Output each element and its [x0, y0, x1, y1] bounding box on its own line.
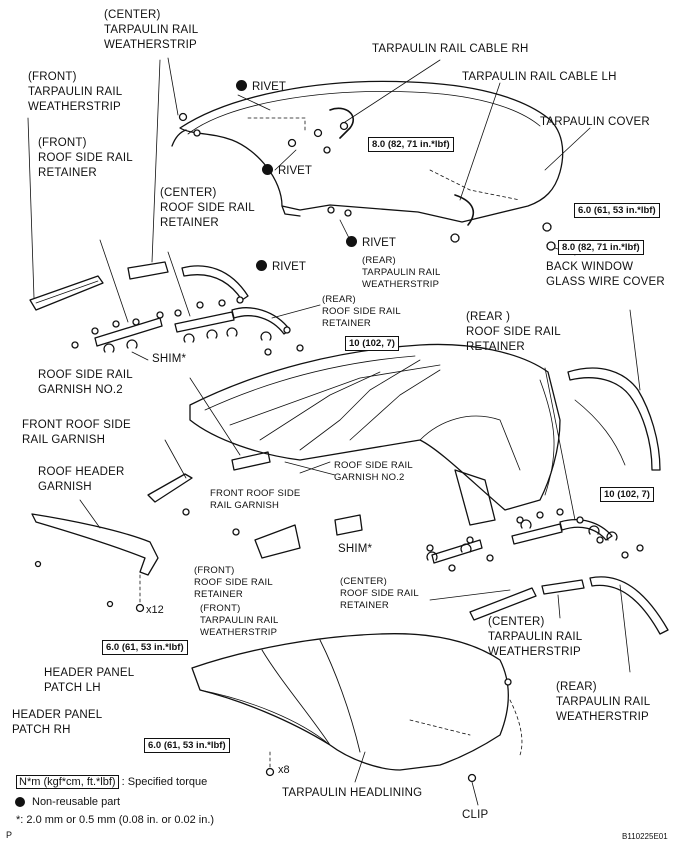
torque-rear-retainer: 10 (102, 7) — [345, 336, 399, 351]
torque-cable-rh: 8.0 (82, 71 in.*lbf) — [368, 137, 454, 152]
page-letter: P — [6, 830, 13, 840]
rivet-label-4: RIVET — [256, 260, 306, 274]
rear-retainer-top — [231, 304, 321, 335]
label-back-window-glass-wire-cover: BACK WINDOW GLASS WIRE COVER — [546, 261, 665, 288]
label-shim-top: SHIM* — [152, 353, 187, 365]
shims-top — [103, 327, 272, 361]
rivet-label-2: RIVET — [262, 164, 312, 178]
torque-right-retainer: 10 (102, 7) — [600, 487, 654, 502]
label-tarp-rail-cable-rh: TARPAULIN RAIL CABLE RH — [372, 43, 529, 55]
legend-torque-desc: : Specified torque — [121, 776, 208, 788]
legend-shim-note: *: 2.0 mm or 0.5 mm (0.08 in. or 0.02 in… — [16, 814, 215, 826]
label-front-roof-side-rail-retainer-bottom: (FRONT) ROOF SIDE RAIL RETAINER — [194, 565, 273, 600]
torque-headlining: 6.0 (61, 53 in.*lbf) — [144, 738, 230, 753]
label-roof-header-garnish: ROOF HEADER GARNISH — [38, 466, 125, 493]
rivet-label-3: RIVET — [346, 236, 396, 250]
label-roof-side-rail-garnish-no2-center: ROOF SIDE RAIL GARNISH NO.2 — [334, 460, 413, 483]
label-tarpaulin-headlining: TARPAULIN HEADLINING — [282, 787, 423, 799]
tarpaulin-headlining-shape — [191, 633, 523, 806]
label-rear-roof-side-rail-retainer-right: (REAR ) ROOF SIDE RAIL RETAINER — [466, 311, 561, 353]
legend-torque-units: N*m (kgf*cm, ft.*lbf) — [16, 775, 119, 789]
label-center-tarp-rail-ws-bottom: (CENTER) TARPAULIN RAIL WEATHERSTRIP — [488, 616, 583, 658]
rear-weatherstrip-top — [181, 265, 249, 301]
legend-non-reusable-dot — [15, 797, 25, 807]
label-clip: CLIP — [462, 809, 489, 821]
back-window-wire-cover-shape — [544, 309, 661, 521]
label-center-roof-side-rail-retainer-bottom: (CENTER) ROOF SIDE RAIL RETAINER — [340, 576, 419, 611]
label-rear-tarp-rail-ws-bottom: (REAR) TARPAULIN RAIL WEATHERSTRIP — [556, 681, 651, 723]
retainer-bolts-top — [71, 296, 304, 356]
roof-header-garnish-shape — [31, 499, 159, 613]
right-retainer-bolts — [426, 508, 644, 572]
label-header-panel-patch-rh: HEADER PANEL PATCH RH — [12, 709, 103, 736]
label-rear-roof-side-rail-retainer-small: (REAR) ROOF SIDE RAIL RETAINER — [322, 294, 401, 329]
center-retainer-top — [167, 251, 235, 333]
shims-right — [426, 519, 618, 561]
label-front-roof-side-rail-garnish-center: FRONT ROOF SIDE RAIL GARNISH — [210, 488, 301, 511]
non-reusable-dot — [346, 236, 357, 247]
label-header-panel-patch-lh: HEADER PANEL PATCH LH — [44, 667, 135, 694]
non-reusable-dot — [262, 164, 273, 175]
label-rear-tarp-rail-ws-top: (REAR) TARPAULIN RAIL WEATHERSTRIP — [362, 255, 441, 290]
front-weatherstrip-top — [27, 117, 104, 311]
torque-cover-2: 8.0 (82, 71 in.*lbf) — [558, 240, 644, 255]
torque-header-garnish: 6.0 (61, 53 in.*lbf) — [102, 640, 188, 655]
leader-lines-top — [167, 57, 591, 256]
label-front-tarp-rail-ws-top: (FRONT) TARPAULIN RAIL WEATHERSTRIP — [28, 71, 123, 113]
legend-non-reusable: Non-reusable part — [32, 796, 121, 808]
label-center-roof-side-rail-retainer-top: (CENTER) ROOF SIDE RAIL RETAINER — [160, 187, 255, 229]
lower-weatherstrips — [429, 576, 669, 673]
torque-cover-1: 6.0 (61, 53 in.*lbf) — [574, 203, 660, 218]
label-front-tarp-rail-ws-bottom: (FRONT) TARPAULIN RAIL WEATHERSTRIP — [200, 603, 279, 638]
label-front-roof-side-rail-retainer-top: (FRONT) ROOF SIDE RAIL RETAINER — [38, 137, 133, 179]
qty-x12: x12 — [146, 604, 164, 616]
label-roof-side-rail-garnish-no2-left: ROOF SIDE RAIL GARNISH NO.2 — [38, 369, 133, 396]
cover-fasteners — [178, 112, 556, 251]
label-tarp-rail-cable-lh: TARPAULIN RAIL CABLE LH — [462, 71, 617, 83]
label-front-roof-side-rail-garnish-left: FRONT ROOF SIDE RAIL GARNISH — [22, 419, 131, 446]
center-weatherstrip-top — [127, 59, 169, 280]
roof-frame — [189, 343, 561, 526]
qty-x8: x8 — [278, 764, 290, 776]
rivet-label-1: RIVET — [236, 80, 286, 94]
tarpaulin-cover-shape — [171, 80, 564, 226]
non-reusable-dot — [236, 80, 247, 91]
label-tarpaulin-cover: TARPAULIN COVER — [540, 116, 650, 128]
right-retainers — [431, 519, 613, 564]
legend-torque: N*m (kgf*cm, ft.*lbf) : Specified torque — [16, 774, 207, 790]
figure-code: B110225E01 — [622, 832, 668, 841]
garnish-pieces — [147, 377, 363, 559]
non-reusable-dot — [256, 260, 267, 271]
label-shim-bottom: SHIM* — [338, 543, 373, 555]
label-center-tarp-rail-ws-top: (CENTER) TARPAULIN RAIL WEATHERSTRIP — [104, 9, 199, 51]
small-fasteners-center — [34, 508, 240, 608]
